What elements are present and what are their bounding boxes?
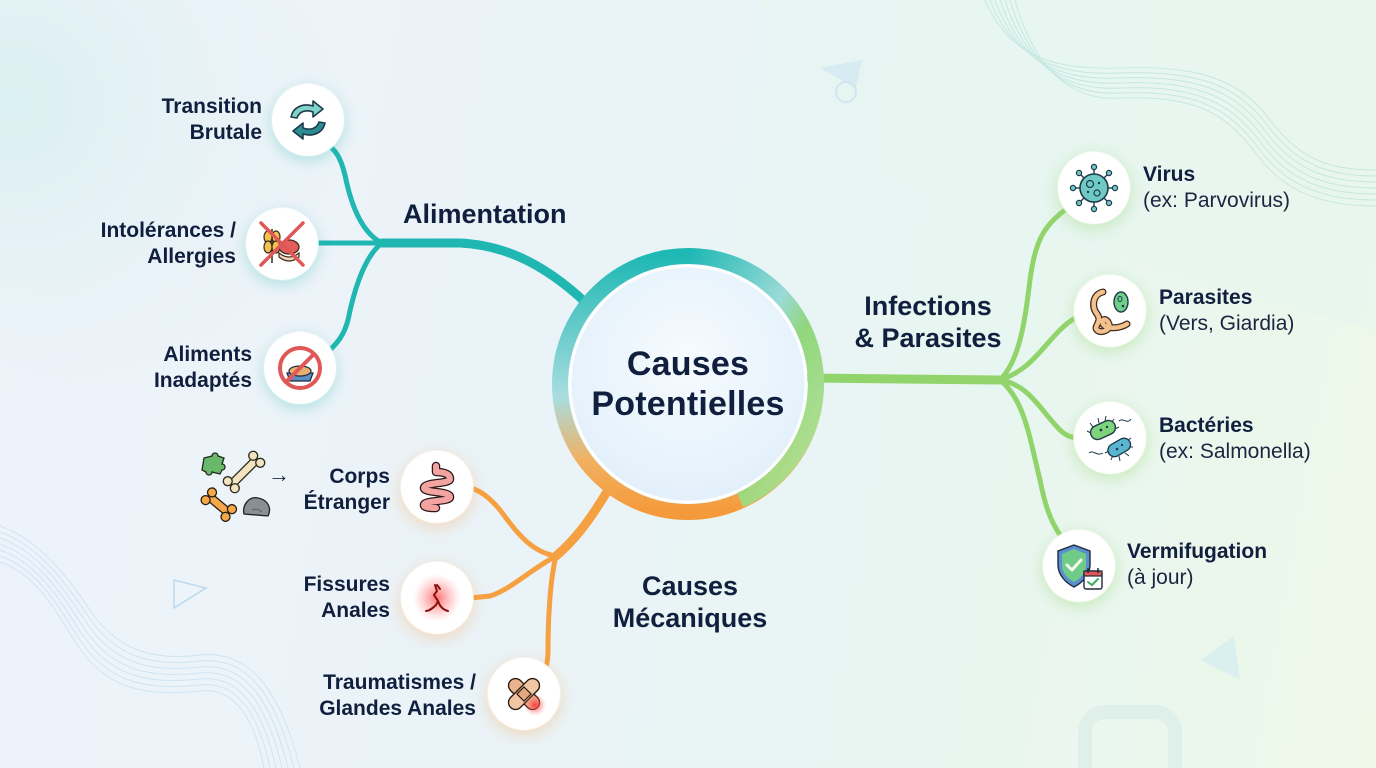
central-topic-line1: Causes — [626, 345, 750, 383]
bacteria-icon — [1086, 415, 1133, 462]
node-label-parasites: Parasites (Vers, Giardia) — [1159, 286, 1295, 335]
node-label-traumatismes-glandes-anales: Traumatismes / Glandes Anales — [319, 671, 476, 720]
node-intolerances-allergies — [246, 208, 318, 280]
forbidden-food-bowl-icon — [278, 346, 322, 390]
node-bacteries — [1074, 402, 1146, 474]
puzzle-bone-rock-icon — [200, 450, 271, 522]
node-traumatismes-glandes-anales — [488, 658, 560, 730]
foreign-objects-illustration — [196, 448, 300, 524]
node-transition-brutale — [272, 84, 344, 156]
node-label-intolerances-allergies: Intolérances / Allergies — [100, 219, 236, 268]
central-topic: Causes Potentielles — [568, 264, 808, 504]
bandage-icon — [507, 677, 546, 716]
anal-fissure-icon — [413, 574, 461, 622]
node-fissures-anales — [401, 562, 473, 634]
node-label-vermifugation: Vermifugation (à jour) — [1127, 540, 1268, 589]
node-label-bacteries: Bactéries (ex: Salmonella) — [1159, 414, 1311, 463]
node-label-aliments-inadaptes: Aliments Inadaptés — [153, 343, 252, 392]
virus-icon — [1069, 163, 1119, 213]
branch-label-infections-parasites: Infections & Parasites — [854, 291, 1002, 353]
foreign-objects-arrow: → — [268, 462, 290, 487]
node-label-fissures-anales: Fissures Anales — [303, 573, 390, 622]
node-virus — [1058, 152, 1130, 224]
node-vermifugation — [1043, 530, 1115, 602]
node-label-corps-etranger: Corps Étranger — [303, 465, 390, 514]
branch-label-alimentation: Alimentation — [403, 199, 567, 229]
node-corps-etranger — [401, 451, 473, 523]
node-parasites — [1074, 275, 1146, 347]
node-label-virus: Virus (ex: Parvovirus) — [1143, 163, 1291, 212]
refresh-arrows-icon — [290, 100, 326, 140]
worm-parasite-icon — [1090, 288, 1131, 336]
branch-label-causes-mecaniques: Causes Mécaniques — [612, 571, 768, 633]
node-aliments-inadaptes — [264, 332, 336, 404]
intestine-icon — [419, 461, 455, 513]
shield-calendar-check-icon — [1057, 544, 1103, 590]
node-label-transition-brutale: Transition Brutale — [161, 95, 262, 144]
central-topic-line2: Potentielles — [591, 385, 785, 423]
crossed-wheat-meat-icon — [259, 221, 305, 267]
